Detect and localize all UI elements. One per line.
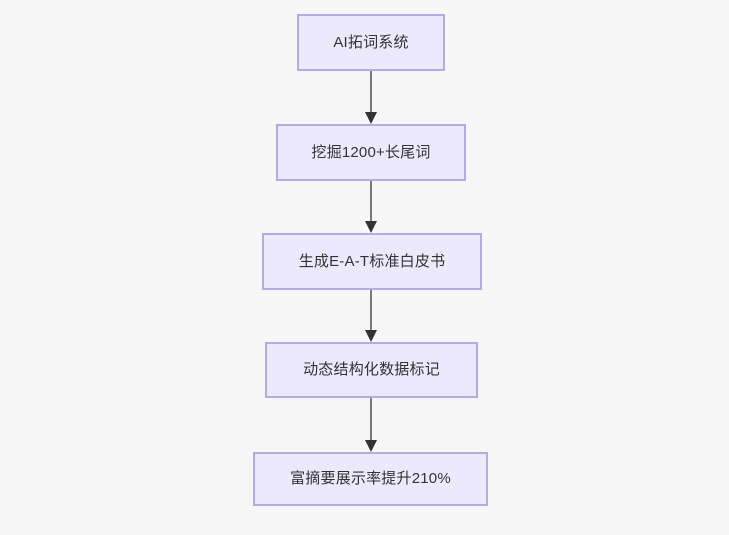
- node-label: 挖掘1200+长尾词: [311, 143, 431, 161]
- node-label: 动态结构化数据标记: [303, 361, 440, 378]
- flowchart-node-rich-snippet-rate-increase[interactable]: 富摘要展示率提升210%: [253, 452, 488, 506]
- flowchart-node-mine-longtail-keywords[interactable]: 挖掘1200+长尾词: [276, 124, 466, 181]
- flowchart-node-dynamic-structured-data-markup[interactable]: 动态结构化数据标记: [265, 342, 478, 398]
- node-label: 富摘要展示率提升210%: [290, 470, 451, 487]
- edge-n1-n2: [365, 181, 377, 233]
- edge-n3-n4: [365, 398, 377, 452]
- node-label: 生成E-A-T标准白皮书: [298, 252, 446, 270]
- flowchart-node-ai-keyword-system[interactable]: AI拓词系统: [297, 14, 445, 71]
- edge-arrowhead-n2-n3: [365, 330, 377, 342]
- flowchart-node-generate-eat-whitepaper[interactable]: 生成E-A-T标准白皮书: [262, 233, 482, 290]
- node-label: AI拓词系统: [333, 33, 409, 51]
- edge-arrowhead-n0-n1: [365, 112, 377, 124]
- edge-n2-n3: [365, 290, 377, 342]
- edge-arrowhead-n1-n2: [365, 221, 377, 233]
- edge-arrowhead-n3-n4: [365, 440, 377, 452]
- edge-n0-n1: [365, 71, 377, 124]
